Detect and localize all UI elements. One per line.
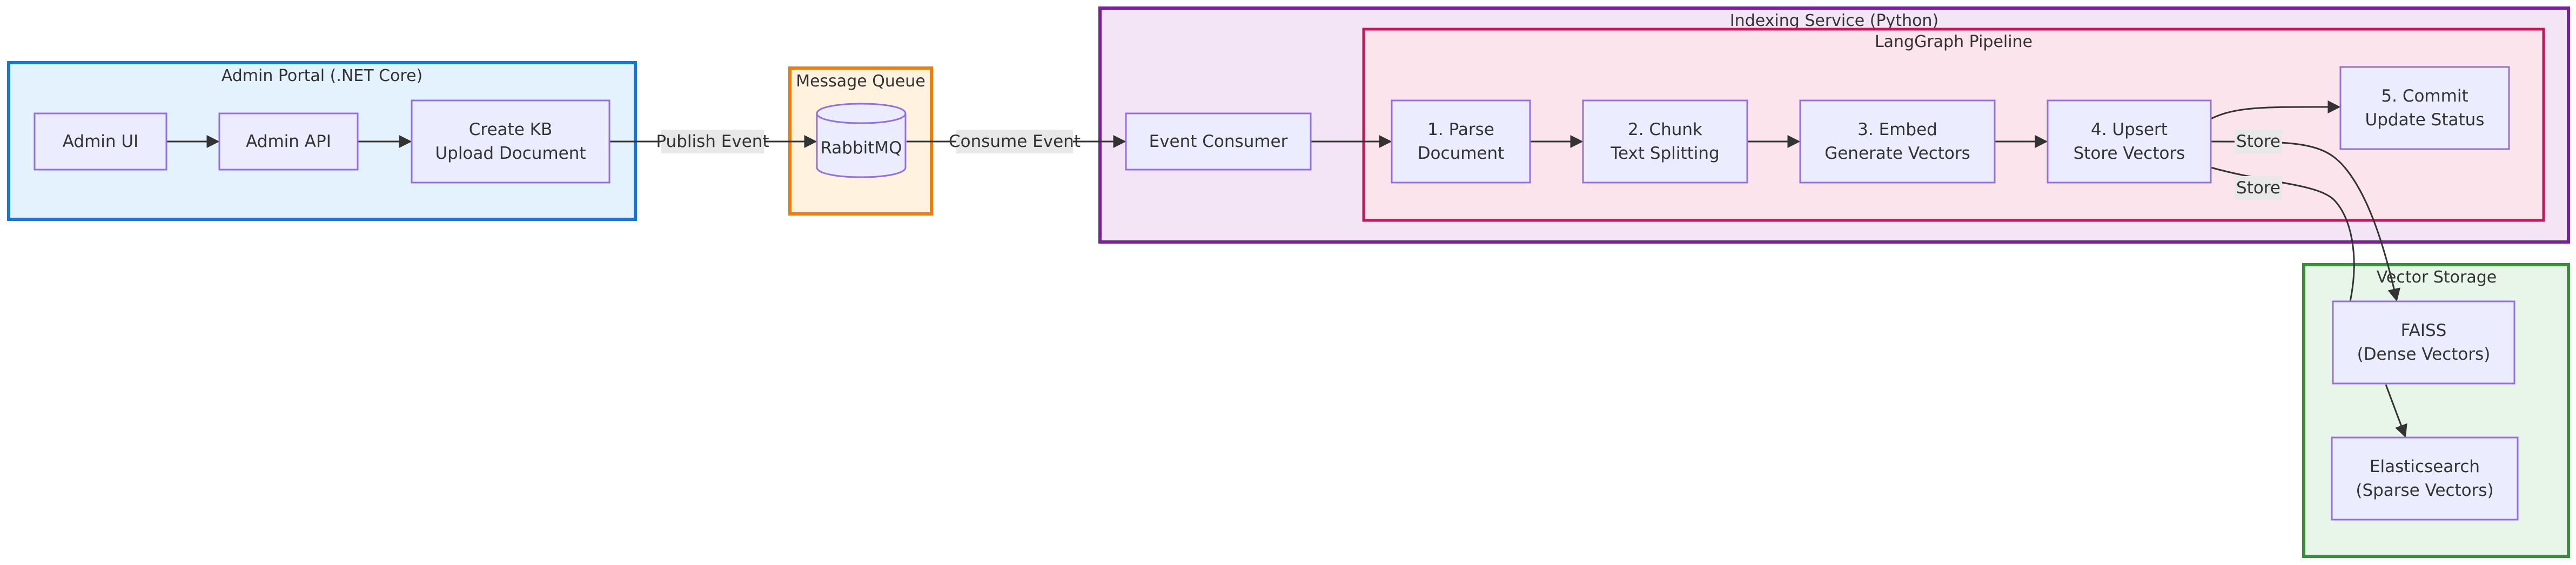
node-parse-box <box>1391 99 1531 184</box>
node-chunk-box <box>1582 99 1748 184</box>
node-label-line: RabbitMQ <box>820 138 902 158</box>
cluster-message-queue-title: Message Queue <box>796 72 925 91</box>
node-label-line: Admin UI <box>63 132 138 151</box>
edge-label-publish-event-bg <box>661 130 764 153</box>
edge-upsert-to-commit <box>2210 100 2341 120</box>
node-label-line: Document <box>1418 144 1505 163</box>
edge-label-store-faiss-bg <box>2235 130 2282 153</box>
node-label-line: FAISS <box>2401 321 2447 340</box>
cluster-vector-storage-title: Vector Storage <box>2377 268 2497 287</box>
node-elasticsearch-label: Elasticsearch (Sparse Vectors) <box>2356 457 2493 500</box>
edge-label-consume-event: Consume Event <box>949 130 1081 153</box>
edge-label-store-faiss-text: Store <box>2236 132 2280 151</box>
node-rabbitmq-cylinder-top <box>816 113 907 124</box>
node-admin-api-box <box>218 112 359 171</box>
edge-label-publish-event: Publish Event <box>656 130 769 153</box>
node-label-line: Event Consumer <box>1149 132 1288 151</box>
node-faiss-box <box>2332 300 2515 385</box>
node-rabbitmq[interactable]: RabbitMQ <box>816 103 907 178</box>
node-admin-ui-box <box>33 112 167 171</box>
node-label-line: 3. Embed <box>1857 120 1937 139</box>
edge-label-publish-event-text: Publish Event <box>656 132 769 151</box>
node-label-line: 2. Chunk <box>1628 120 1702 139</box>
node-label-line: (Dense Vectors) <box>2357 345 2491 364</box>
node-label-line: Generate Vectors <box>1824 144 1970 163</box>
node-label-line: 4. Upsert <box>2091 120 2168 139</box>
edge-label-consume-event-text: Consume Event <box>949 132 1081 151</box>
node-admin-api[interactable]: Admin API <box>218 112 359 171</box>
node-label-line: (Sparse Vectors) <box>2356 481 2493 500</box>
node-label-line: Text Splitting <box>1610 144 1719 163</box>
node-label-line: Admin API <box>246 132 331 151</box>
node-label-line: Create KB <box>469 120 552 139</box>
node-label-line: 1. Parse <box>1427 120 1494 139</box>
node-label-line: Upload Document <box>435 144 586 163</box>
node-event-consumer[interactable]: Event Consumer <box>1125 112 1312 171</box>
node-event-consumer-label: Event Consumer <box>1149 132 1288 151</box>
node-admin-ui-label: Admin UI <box>63 132 138 151</box>
node-elasticsearch-box <box>2331 436 2519 521</box>
edge-label-store-elasticsearch: Store <box>2235 176 2282 200</box>
node-create-kb[interactable]: Create KB Upload Document <box>411 99 611 184</box>
node-elasticsearch[interactable]: Elasticsearch (Sparse Vectors) <box>2331 436 2519 521</box>
node-faiss-label: FAISS (Dense Vectors) <box>2357 321 2491 364</box>
node-commit-box <box>2339 66 2510 150</box>
node-embed-box <box>1799 99 1996 184</box>
node-label-line: Elasticsearch <box>2370 457 2480 476</box>
node-create-kb-label: Create KB Upload Document <box>435 120 586 163</box>
edge-label-consume-event-bg <box>956 130 1073 153</box>
cluster-indexing-service-title: Indexing Service (Python) <box>1730 11 1938 30</box>
node-label-line: 5. Commit <box>2381 86 2468 106</box>
node-faiss[interactable]: FAISS (Dense Vectors) <box>2332 300 2515 385</box>
node-label-line: Update Status <box>2365 110 2485 130</box>
cluster-langgraph-pipeline-title: LangGraph Pipeline <box>1875 32 2032 51</box>
node-admin-api-label: Admin API <box>246 132 331 151</box>
node-event-consumer-box <box>1125 112 1312 171</box>
edge-label-store-faiss: Store <box>2235 130 2282 153</box>
edge-label-store-elasticsearch-bg <box>2235 176 2282 200</box>
node-label-line: Store Vectors <box>2074 144 2185 163</box>
node-create-kb-box <box>411 99 611 184</box>
node-admin-ui[interactable]: Admin UI <box>33 112 167 171</box>
node-upsert-box <box>2047 99 2212 184</box>
edge-label-store-elasticsearch-text: Store <box>2236 178 2280 198</box>
cluster-admin-portal-title: Admin Portal (.NET Core) <box>222 66 423 85</box>
node-rabbitmq-label: RabbitMQ <box>820 138 902 158</box>
edge-faiss-to-elasticsearch <box>2385 384 2407 438</box>
